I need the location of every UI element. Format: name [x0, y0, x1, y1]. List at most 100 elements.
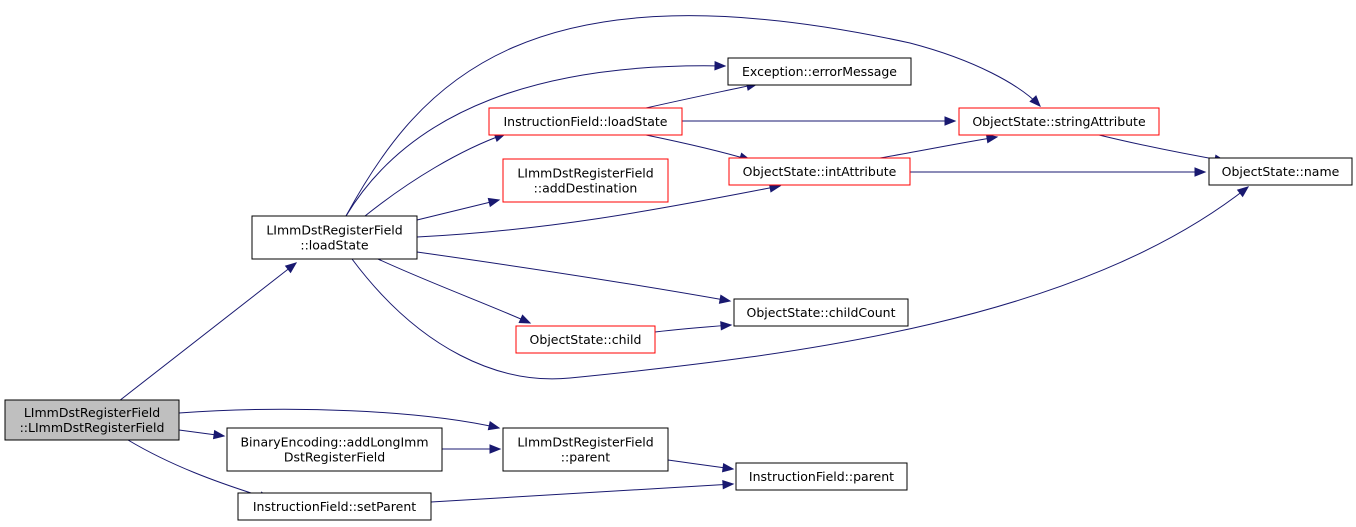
edge-line [364, 133, 506, 217]
node-box [488, 107, 683, 136]
edge-line [430, 483, 734, 503]
edge-line [178, 408, 500, 429]
arrow-head-icon [518, 314, 532, 324]
arrow-head-icon [284, 262, 298, 274]
node-root[interactable]: LImmDstRegisterField::LImmDstRegisterFie… [4, 399, 180, 441]
node-layer: LImmDstRegisterField::LImmDstRegisterFie… [4, 57, 1353, 521]
node-label: LImmDstRegisterField [517, 435, 653, 450]
node-label: LImmDstRegisterField [266, 223, 402, 238]
node-instructionfield-setparent[interactable]: InstructionField::setParent [237, 492, 432, 521]
edge-instructionfield_setparent-to-instructionfield_parent [430, 479, 735, 503]
arrow-head-icon [714, 61, 727, 71]
node-loadstate-limm[interactable]: LImmDstRegisterField::loadState [251, 215, 418, 260]
node-box [958, 107, 1160, 136]
edge-root-to-binaryencoding_addlongimm [178, 429, 226, 440]
node-box [4, 399, 180, 441]
arrow-head-icon [718, 294, 732, 304]
edge-objectstate_child-to-objectstate_childcount [654, 321, 733, 333]
node-instructionfield-parent[interactable]: InstructionField::parent [735, 462, 908, 491]
edge-line [416, 251, 731, 302]
arrow-head-icon [1236, 186, 1250, 198]
node-label: Exception::errorMessage [742, 64, 897, 79]
node-box [502, 158, 669, 203]
node-label: BinaryEncoding::addLongImm [240, 435, 428, 450]
node-label: InstructionField::loadState [504, 114, 668, 129]
edge-binaryencoding_addlongimm-to-limm_parent [442, 444, 502, 454]
node-label: ObjectState::name [1222, 164, 1340, 179]
node-label: InstructionField::setParent [253, 499, 416, 514]
arrow-head-icon [944, 116, 957, 126]
edge-instructionfield_loadstate-to-objectstate_intattribute [645, 134, 752, 162]
edge-line [345, 65, 726, 217]
edge-line [345, 15, 1041, 217]
node-label: ::addDestination [534, 181, 638, 196]
arrow-head-icon [487, 197, 501, 208]
node-label: LImmDstRegisterField [24, 405, 160, 420]
node-label: DstRegisterField [284, 450, 385, 465]
node-box [735, 462, 908, 491]
node-limm-parent[interactable]: LImmDstRegisterField::parent [502, 427, 669, 472]
node-label: InstructionField::parent [749, 469, 894, 484]
edge-line [416, 199, 500, 221]
node-box [502, 427, 669, 472]
node-binaryencoding-addlongimm[interactable]: BinaryEncoding::addLongImmDstRegisterFie… [226, 427, 443, 472]
node-exception-errormessage[interactable]: Exception::errorMessage [727, 57, 912, 86]
arrow-head-icon [722, 479, 735, 490]
node-objectstate-name[interactable]: ObjectState::name [1208, 157, 1353, 186]
node-label: ObjectState::childCount [746, 305, 895, 320]
node-objectstate-childcount[interactable]: ObjectState::childCount [733, 298, 909, 327]
node-label: ::LImmDstRegisterField [20, 420, 165, 435]
node-objectstate-child[interactable]: ObjectState::child [515, 325, 656, 354]
arrow-head-icon [1194, 167, 1207, 177]
arrow-head-icon [212, 429, 226, 440]
edge-loadstate_limm-to-limm_adddestination [416, 197, 501, 221]
node-label: ObjectState::child [530, 332, 642, 347]
arrow-head-icon [985, 134, 999, 144]
node-objectstate-stringattribute[interactable]: ObjectState::stringAttribute [958, 107, 1160, 136]
arrow-head-icon [720, 321, 733, 331]
node-box [251, 215, 418, 260]
node-box [727, 57, 912, 86]
arrow-head-icon [489, 444, 502, 454]
arrow-head-icon [487, 421, 501, 431]
node-label: ObjectState::stringAttribute [972, 114, 1146, 129]
edge-limm_parent-to-instructionfield_parent [667, 459, 735, 473]
edge-loadstate_limm-to-objectstate_child [377, 258, 532, 324]
edge-line [377, 258, 531, 324]
edge-line [645, 134, 751, 161]
node-limm-adddestination[interactable]: LImmDstRegisterField::addDestination [502, 158, 669, 203]
edge-root-to-loadstate_limm [118, 262, 298, 402]
edge-root-to-limm_parent [178, 408, 501, 431]
edge-loadstate_limm-to-objectstate_stringattribute [345, 15, 1041, 217]
node-objectstate-intattribute[interactable]: ObjectState::intAttribute [728, 157, 911, 186]
edge-objectstate_stringattribute-to-objectstate_name [1098, 134, 1227, 164]
node-label: ::parent [561, 450, 610, 465]
node-box [515, 325, 656, 354]
edge-line [645, 83, 758, 109]
node-box [226, 427, 443, 472]
edge-line [1098, 134, 1226, 162]
edge-line [118, 262, 297, 402]
edge-line [654, 324, 732, 333]
edge-loadstate_limm-to-exception_errormessage [345, 61, 727, 217]
node-label: LImmDstRegisterField [517, 166, 653, 181]
node-box [728, 157, 911, 186]
edge-loadstate_limm-to-objectstate_name [351, 186, 1250, 380]
edge-loadstate_limm-to-objectstate_childcount [416, 251, 732, 304]
edge-instructionfield_loadstate-to-exception_errormessage [645, 81, 759, 109]
arrow-head-icon [721, 462, 735, 473]
edge-line [879, 136, 998, 159]
node-box [237, 492, 432, 521]
edge-line [351, 186, 1249, 380]
edge-objectstate_intattribute-to-objectstate_stringattribute [879, 134, 999, 159]
node-label: ObjectState::intAttribute [743, 164, 897, 179]
node-instructionfield-loadstate[interactable]: InstructionField::loadState [488, 107, 683, 136]
edge-objectstate_intattribute-to-objectstate_name [910, 167, 1207, 177]
edge-line [416, 185, 781, 238]
arrow-head-icon [1029, 95, 1041, 107]
node-box [1208, 157, 1353, 186]
node-label: ::loadState [300, 238, 369, 253]
node-box [733, 298, 909, 327]
edge-instructionfield_loadstate-to-objectstate_stringattribute [682, 116, 957, 126]
